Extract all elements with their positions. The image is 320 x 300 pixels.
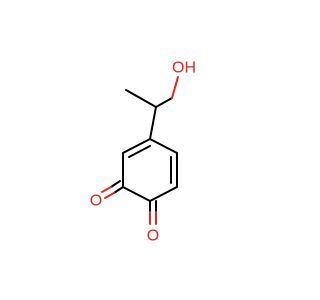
ring-bond-c1-c2 [122, 138, 151, 154]
ketone-oxygen-label-2: O [147, 228, 159, 245]
bond-ch-ring [149, 106, 157, 140]
carbonyl-bond-1a [113, 186, 124, 194]
molecule-drawing: OH O O [90, 60, 196, 245]
bond-ch-oh [155, 97, 173, 108]
structure-canvas: OH O O [90, 60, 196, 245]
ring-bond-c6-c1 [149, 138, 178, 154]
bond-ch-oh-red [171, 76, 179, 99]
ring-bond-c4-c5 [149, 186, 178, 202]
hydroxyl-label: OH [172, 60, 196, 77]
carbonyl-bond-1b [110, 180, 121, 188]
ring-bond-c3-c4 [122, 186, 151, 202]
bond-methyl-ch [125, 89, 157, 108]
ring-bond-c1-c2-inner [128, 145, 151, 158]
ketone-oxygen-label-1: O [90, 193, 102, 210]
carbonyl-bond-1a-red [104, 192, 115, 199]
carbonyl-bond-1b-red [101, 186, 112, 193]
